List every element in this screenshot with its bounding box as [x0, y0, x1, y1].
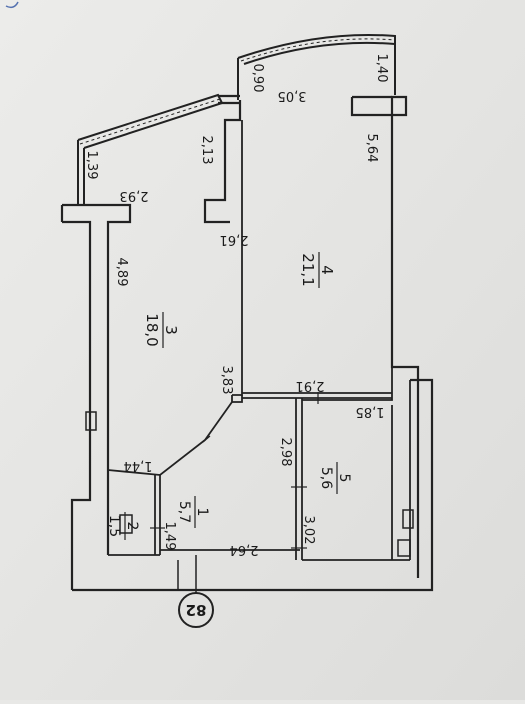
room-2-number: 2 [124, 522, 140, 531]
room-5-number: 5 [336, 474, 352, 483]
dim-298: 2,98 [278, 438, 293, 467]
balcony-left [77, 93, 224, 205]
dim-489: 4,89 [114, 258, 129, 287]
dim-302: 3,02 [301, 516, 316, 545]
dimension-labels: 0,90 3,05 1,40 5,64 2,13 1,39 2,93 2,61 … [84, 54, 389, 557]
room-1-area: 5,7 [176, 501, 192, 523]
dim-305: 3,05 [278, 88, 307, 103]
room-3-number: 3 [162, 325, 180, 335]
room-2-area: 1,5 [106, 515, 122, 537]
dim-185: 1,85 [356, 404, 385, 419]
dim-383: 3,83 [219, 366, 234, 395]
dim-213: 2,13 [199, 136, 214, 165]
vent-shaft-left [85, 411, 97, 431]
dim-291: 2,91 [296, 378, 325, 393]
room-label-5: 5 5,6 [318, 462, 352, 494]
fixtures [85, 411, 414, 590]
dimension-ticks [150, 392, 319, 549]
dim-564: 5,64 [364, 134, 379, 163]
room-1-number: 1 [194, 508, 210, 517]
dim-293: 2,93 [120, 188, 149, 203]
room-label-1: 1 5,7 [176, 496, 210, 528]
room-5-area: 5,6 [318, 467, 334, 489]
dim-144: 1,44 [124, 458, 153, 473]
room-4-number: 4 [318, 265, 336, 275]
dim-261: 2,61 [220, 232, 249, 247]
dim-149: 1,49 [162, 522, 177, 551]
dim-264: 2,64 [230, 542, 259, 557]
bath-fixture [119, 514, 133, 534]
vent-shaft-right [402, 509, 414, 529]
dim-140: 1,40 [374, 54, 389, 83]
balcony-right [237, 33, 396, 100]
room-4-area: 21,1 [299, 253, 317, 286]
room-label-4: 4 21,1 [299, 252, 336, 288]
dim-139: 1,39 [84, 151, 99, 180]
room-label-2: 2 1,5 [106, 512, 140, 540]
room-label-3: 3 18,0 [143, 312, 180, 348]
unit-number: 82 [186, 601, 207, 619]
shaft-corner [397, 539, 411, 557]
unit-number-badge: 82 [178, 590, 214, 628]
interior-walls [107, 120, 411, 561]
room-3-area: 18,0 [143, 313, 161, 346]
outer-walls [60, 94, 434, 592]
pen-mark [5, 1, 19, 9]
dim-090: 0,90 [250, 64, 265, 93]
